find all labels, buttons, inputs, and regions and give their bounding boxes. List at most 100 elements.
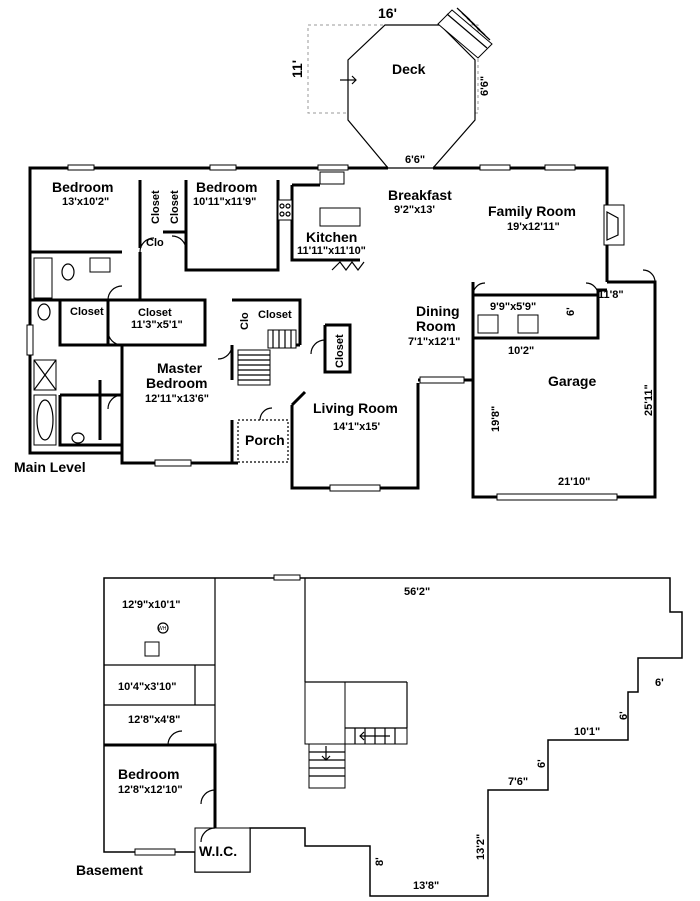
master-bedroom-size: 12'11"x13'6"	[145, 393, 209, 405]
family-room-size: 19'x12'11"	[507, 221, 560, 233]
clo-small-label: Clo	[146, 237, 164, 249]
basement-dim-side: 13'2"	[475, 834, 487, 860]
main-stairs	[237, 329, 297, 386]
living-room-size: 14'1"x15'	[333, 421, 381, 433]
basement-window	[273, 574, 301, 581]
step-dim-c: 10'1"	[574, 726, 600, 738]
toilet-left	[61, 263, 75, 281]
breakfast-size: 9'2"x13'	[394, 204, 435, 216]
storage2-size: 12'8"x4'8"	[128, 714, 180, 726]
bathtub-left	[33, 257, 53, 299]
basement-dim-alcove: 8'	[374, 857, 386, 866]
basement-stairs	[304, 578, 408, 789]
door-swing	[585, 282, 599, 296]
garage-dim-top: 11'8"	[598, 289, 624, 301]
basement-bedroom-size: 12'8"x12'10"	[118, 784, 183, 796]
wic-outline	[194, 827, 251, 873]
deck-name: Deck	[392, 61, 426, 77]
basement-walls	[103, 574, 683, 897]
porch-name: Porch	[245, 432, 285, 448]
garage-dim-left: 19'8"	[490, 406, 502, 432]
kitchen-size: 11'11"x11'10"	[297, 245, 366, 257]
family-room-name: Family Room	[488, 203, 576, 219]
main-level-labels: 16' 11' Deck 6'6" 6'6" Bedroom 13'x10'2"…	[14, 5, 655, 488]
stove	[277, 199, 293, 221]
main-level-windows	[26, 164, 625, 501]
step-dim-a: 6'	[655, 677, 664, 689]
door-swing	[167, 730, 183, 746]
closet-bath-label: Closet	[70, 306, 104, 318]
door-swing	[107, 330, 123, 346]
door-swing	[259, 407, 273, 421]
garage-name: Garage	[548, 373, 596, 389]
door-swing	[217, 344, 233, 360]
deck-dim-left: 11'	[289, 60, 305, 78]
door-swing	[107, 394, 123, 410]
deck-stairs	[437, 7, 493, 59]
storage1-size: 10'4"x3'10"	[118, 681, 177, 693]
door-swing	[472, 282, 486, 296]
master-bedroom-line1: Master	[157, 360, 203, 376]
bedroom-right-name: Bedroom	[196, 179, 257, 195]
basement-dim-bottom: 13'8"	[413, 880, 439, 892]
main-level-fixtures	[33, 171, 656, 463]
water-heater-icon	[157, 622, 169, 634]
deck-dim-right: 6'6"	[479, 76, 491, 96]
laundry-appliance-1	[477, 314, 499, 334]
step-dim-e: 7'6"	[508, 776, 528, 788]
laundry-appliance-2	[517, 314, 539, 334]
basement-label: Basement	[76, 862, 143, 878]
sink-left	[89, 257, 111, 273]
garage-dim-right: 25'11"	[643, 384, 655, 416]
deck-arrow-head	[351, 75, 357, 85]
closet-master-size: 11'3"x5'1"	[131, 319, 183, 331]
deck	[307, 7, 493, 169]
kitchen-name: Kitchen	[306, 229, 357, 245]
laundry-size: 9'9"x5'9"	[490, 301, 536, 313]
basement-window	[134, 848, 176, 856]
door-swing	[139, 237, 155, 253]
deck-platform	[347, 24, 476, 169]
utility-size: 12'9"x10'1"	[122, 599, 181, 611]
garage-dim-bottom: 21'10"	[558, 476, 590, 488]
clo-hall-label: Clo	[239, 312, 251, 330]
deck-dim-opening: 6'6"	[405, 154, 425, 166]
door-swing	[310, 339, 326, 355]
closet-hall-label: Closet	[258, 309, 292, 321]
closet-b-label: Closet	[169, 190, 181, 224]
closet-living-label: Closet	[334, 334, 346, 368]
dining-room-line2: Room	[416, 318, 456, 334]
door-swing	[107, 285, 123, 301]
step-dim-d: 6'	[536, 759, 548, 768]
toilet-hall	[37, 303, 51, 321]
laundry-dim-side: 6'	[565, 307, 577, 316]
utility-box	[144, 641, 160, 657]
living-room-name: Living Room	[313, 400, 398, 416]
deck-dim-top: 16'	[378, 5, 397, 21]
bedroom-left-size: 13'x10'2"	[62, 196, 109, 208]
door-swing	[200, 827, 216, 843]
kitchen-sink	[319, 171, 345, 185]
closet-master-name: Closet	[138, 307, 172, 319]
fireplace	[603, 204, 625, 246]
breakfast-name: Breakfast	[388, 187, 452, 203]
master-bedroom-line2: Bedroom	[146, 375, 207, 391]
bedroom-left-name: Bedroom	[52, 179, 113, 195]
basement-bedroom-name: Bedroom	[118, 766, 179, 782]
door-swing	[200, 789, 216, 805]
closet-a-label: Closet	[150, 190, 162, 224]
step-dim-b: 6'	[618, 711, 630, 720]
water-heater-label: WH	[158, 626, 167, 632]
main-level-label: Main Level	[14, 459, 86, 475]
door-swing	[642, 269, 656, 283]
laundry-dim-bottom: 10'2"	[508, 345, 534, 357]
dining-room-line1: Dining	[416, 303, 460, 319]
dining-room-size: 7'1"x12'1"	[408, 336, 460, 348]
toilet-master	[71, 432, 85, 444]
porch-outline	[237, 419, 289, 463]
kitchen-island	[319, 207, 361, 227]
basement-labels: 56'2" 12'9"x10'1" WH 10'4"x3'10" 12'8"x4…	[76, 586, 664, 892]
basement-dim-top: 56'2"	[404, 586, 430, 598]
wic-label: W.I.C.	[199, 843, 237, 859]
